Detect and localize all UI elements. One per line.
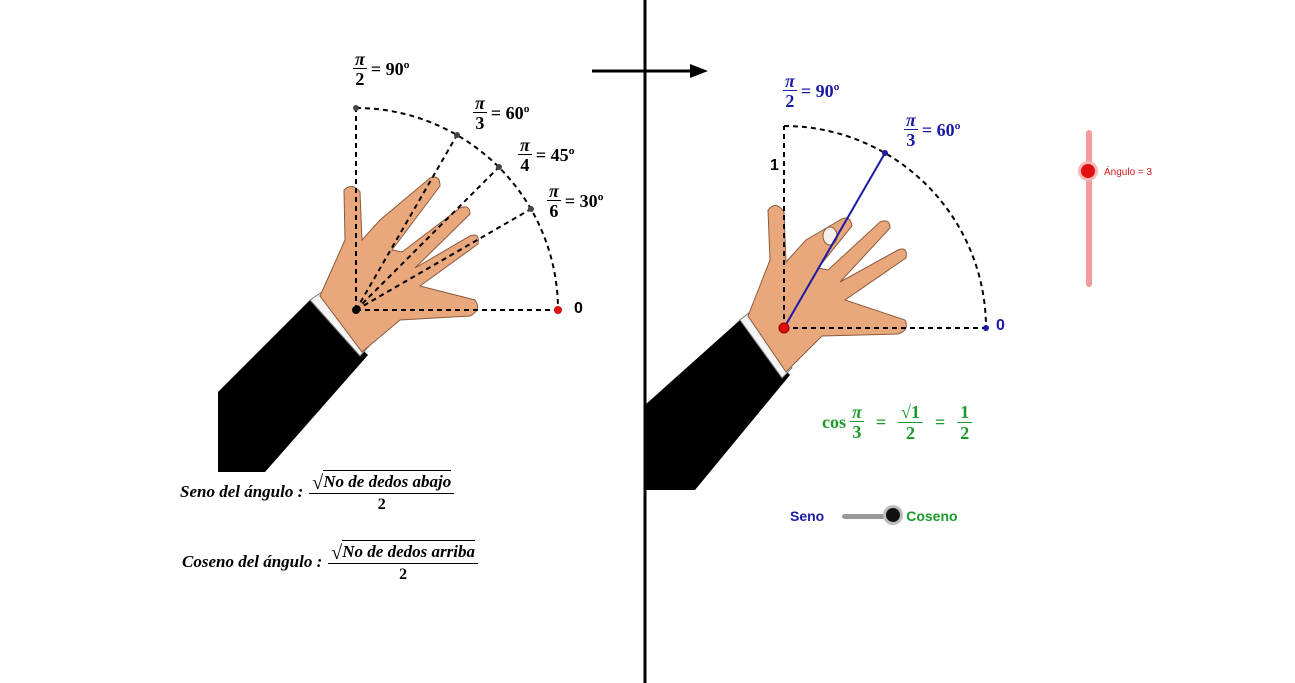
left-unit-arc [352,105,562,314]
toggle-track[interactable] [842,507,901,522]
left-zero-point [554,306,562,314]
label-pi-over-4: π 4 = 45º [518,135,575,175]
angle-slider-label: Ángulo = 3 [1104,167,1153,178]
cosine-formula: Coseno del ángulo : √No de dedos arriba … [182,540,478,584]
result-expression: cos π 3 = √1 2 = 1 2 [822,402,973,443]
label-pi-over-3: π 3 = 60º [473,93,530,133]
right-label-pi-over-2: π 2 = 90º [783,71,840,111]
sine-formula: Seno del ángulo : √No de dedos abajo 2 [180,470,455,514]
right-unit-arc [778,125,989,334]
toggle-knob[interactable] [886,507,901,522]
right-origin-point[interactable] [778,322,790,334]
arrow-icon [592,64,708,78]
angle-slider[interactable] [1081,130,1095,287]
cosine-formula-label: Coseno del ángulo : [182,552,323,571]
sine-formula-label: Seno del ángulo : [180,482,304,501]
left-hand-illustration [218,176,479,472]
angle-ray [783,152,886,329]
right-hand-illustration [645,205,907,490]
angle-slider-knob[interactable] [1081,164,1095,178]
right-label-pi-over-3: π 3 = 60º [904,110,961,150]
label-pi-over-6: π 6 = 30º [547,181,604,221]
radius-label: 1 [770,157,779,174]
toggle-label-seno: Seno [790,508,825,524]
right-zero-label: 0 [996,317,1005,334]
right-zero-point [983,325,989,331]
label-pi-over-2: π 2 = 90º [353,49,410,89]
left-zero-label: 0 [574,300,583,317]
sine-cosine-toggle[interactable]: Seno Coseno [790,507,958,524]
toggle-label-coseno: Coseno [906,508,958,524]
